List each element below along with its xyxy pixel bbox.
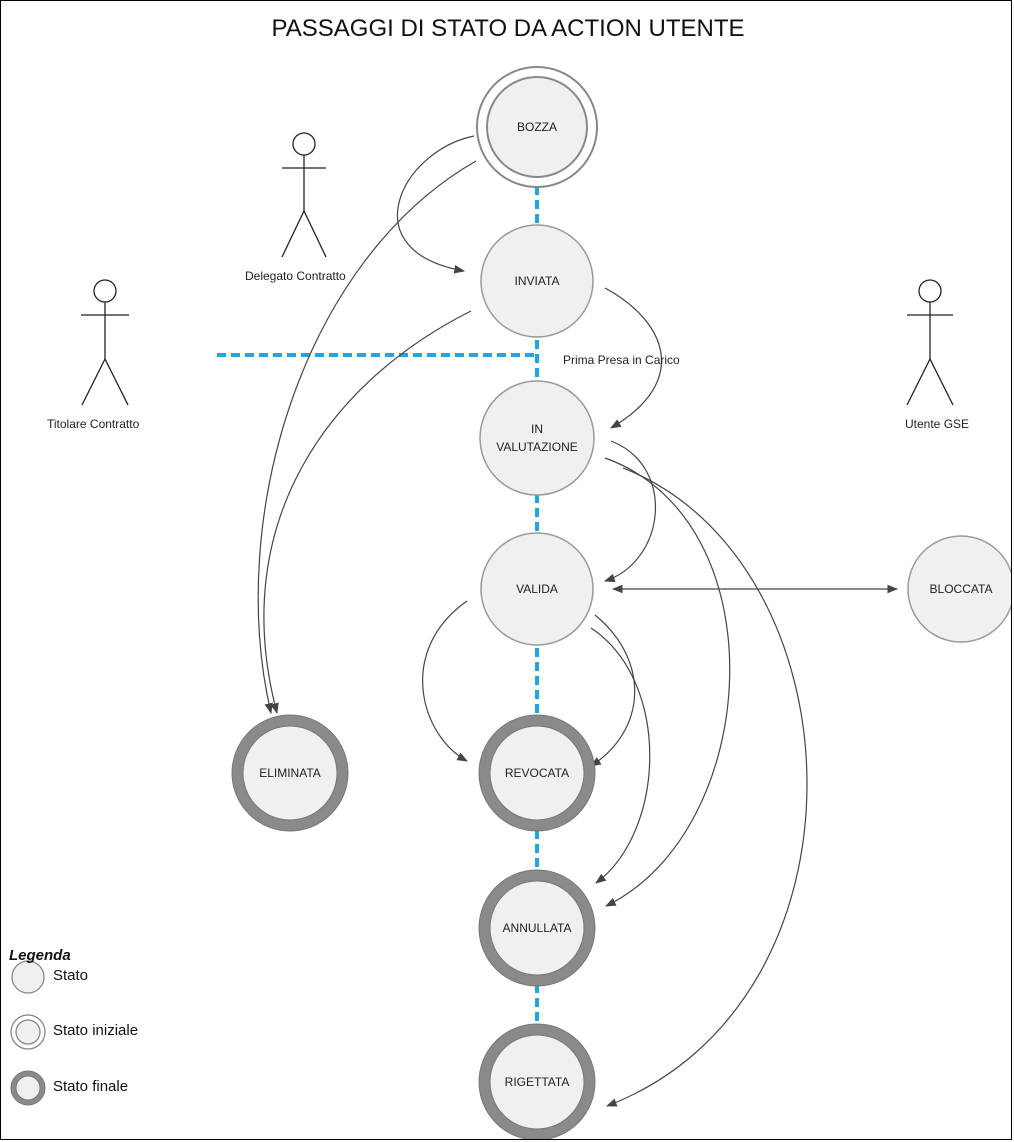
arrow-bozza-inviata xyxy=(397,135,475,274)
arrow-inviata-invalutazione xyxy=(604,287,663,429)
state-revocata-node xyxy=(478,714,596,832)
actor-head xyxy=(292,132,316,156)
actor-utente-gse-label: Utente GSE xyxy=(905,417,970,431)
actor-titolare-label: Titolare Contratto xyxy=(47,417,140,431)
arrow-valida-annullata xyxy=(590,627,651,884)
actor-head xyxy=(918,279,942,303)
arrow-valida-revocata-right xyxy=(590,614,636,767)
state-bloccata-label: BLOCCATA xyxy=(929,582,993,596)
state-annullata-node xyxy=(478,869,596,987)
state-valida-node xyxy=(480,532,594,646)
actor-titolare-figure xyxy=(81,279,129,406)
state-bozza-node xyxy=(476,66,598,188)
state-rigettata-node xyxy=(478,1023,596,1139)
state-annullata-label: ANNULLATA xyxy=(502,921,572,935)
state-invalutazione-label: IN VALUTAZIONE xyxy=(496,422,578,454)
legend-title: Legenda xyxy=(9,947,71,964)
state-eliminata-node xyxy=(231,714,349,832)
legend-stato-icon xyxy=(11,960,45,994)
arrow-invalutazione-valida xyxy=(603,440,656,583)
state-bloccata-node xyxy=(907,535,1011,643)
arrow-bozza-eliminata xyxy=(257,160,477,715)
transition-arrows xyxy=(257,135,899,1107)
legend-stato-iniziale-icon xyxy=(10,1014,46,1050)
state-inviata-label: INVIATA xyxy=(514,274,560,288)
diagram-title: PASSAGGI DI STATO DA ACTION UTENTE xyxy=(271,15,745,42)
state-invalutazione-node xyxy=(479,380,595,496)
actor-utente-gse-figure xyxy=(906,279,954,406)
transition-label: Prima Presa in Carico xyxy=(563,353,680,367)
legend-stato-label: Stato xyxy=(53,967,89,984)
legend-stato-finale-icon xyxy=(10,1070,46,1106)
state-inviata-node xyxy=(480,224,594,338)
legend-stato-iniziale-label: Stato iniziale xyxy=(53,1022,139,1039)
actor-head xyxy=(93,279,117,303)
legend-stato-finale-label: Stato finale xyxy=(53,1078,129,1095)
state-valida-label: VALIDA xyxy=(516,582,558,596)
state-rigettata-label: RIGETTATA xyxy=(504,1075,570,1089)
arrow-valida-revocata-left xyxy=(422,600,468,762)
state-revocata-label: REVOCATA xyxy=(504,766,570,780)
state-bozza-label: BOZZA xyxy=(516,120,557,134)
actor-delegato-figure xyxy=(281,132,327,258)
actor-delegato-label: Delegato Contratto xyxy=(245,269,346,283)
arrow-inviata-eliminata xyxy=(263,310,472,715)
arrow-invalutazione-rigettata xyxy=(605,467,808,1107)
arrow-invalutazione-annullata xyxy=(604,457,731,907)
state-eliminata-label: ELIMINATA xyxy=(259,766,321,780)
